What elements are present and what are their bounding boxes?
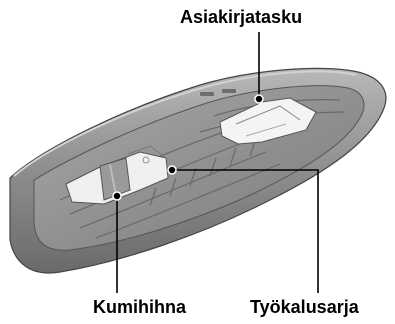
label-document-pocket: Asiakirjatasku <box>180 8 302 26</box>
dot-rubber-band <box>113 192 121 200</box>
label-tool-kit: Työkalusarja <box>250 298 359 316</box>
dot-document-pocket <box>255 95 263 103</box>
dot-tool-kit <box>168 166 176 174</box>
label-rubber-band: Kumihihna <box>93 298 186 316</box>
